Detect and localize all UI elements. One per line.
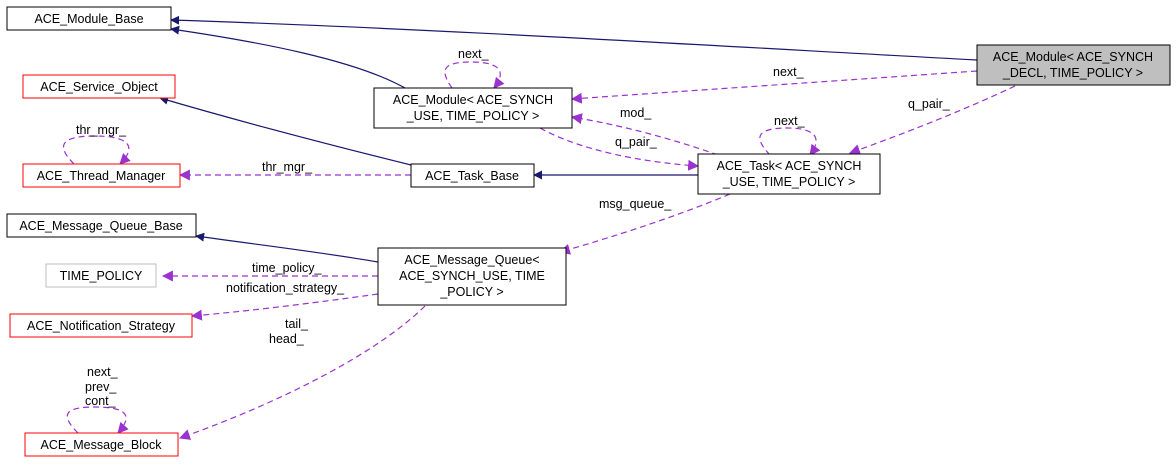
node-label-line-2: _USE, TIME_POLICY > [722,175,856,189]
edge-message-queue-to-queue-base [195,232,379,263]
edge-task-self-next [759,127,821,156]
edge-tail-head [178,305,426,440]
node-label: ACE_Task_Base [425,169,519,183]
inheritance-edges [159,15,978,263]
node-ace-module-synch-use[interactable]: ACE_Module< ACE_SYNCH _USE, TIME_POLICY … [373,87,573,129]
edge-labels: next_ next_ mod_ q_pair_ q_pair_ next_ t… [76,47,951,408]
node-label: ACE_Thread_Manager [37,169,166,183]
label-head: head_ [269,332,305,346]
label-task-next: next_ [774,114,806,128]
usage-edges [63,61,1016,440]
node-ace-thread-manager[interactable]: ACE_Thread_Manager [22,163,181,188]
node-label: ACE_Message_Block [41,438,163,452]
label-q-pair-task: q_pair_ [615,135,658,149]
label-thr-mgr: thr_mgr_ [262,160,313,174]
node-ace-message-queue[interactable]: ACE_Message_Queue< ACE_SYNCH_USE, TIME _… [377,247,567,306]
node-label: ACE_Module_Base [34,12,143,26]
node-label: ACE_Message_Queue_Base [19,219,182,233]
label-thr-mgr-self: thr_mgr_ [76,123,127,137]
edge-notification-strategy [190,293,379,321]
node-label-line-1: ACE_Task< ACE_SYNCH [717,159,862,173]
edge-message-block-self [66,406,129,434]
node-ace-service-object[interactable]: ACE_Service_Object [22,74,176,99]
node-ace-task-base[interactable]: ACE_Task_Base [410,163,535,188]
node-label-line-2: ACE_SYNCH_USE, TIME [399,269,545,283]
node-ace-module-synch-decl[interactable]: ACE_Module< ACE_SYNCH _DECL, TIME_POLICY… [976,44,1171,86]
label-notification-strategy: notification_strategy_ [226,281,345,295]
label-time-policy: time_policy_ [252,261,323,275]
label-tail: tail_ [285,317,309,331]
node-label-line-3: _POLICY > [439,285,503,299]
edge-module-use-to-module-base [170,25,406,89]
label-mod: mod_ [620,106,652,120]
node-ace-message-queue-base[interactable]: ACE_Message_Queue_Base [6,213,197,238]
nodes: ACE_Module_Base ACE_Service_Object ACE_T… [6,6,1171,457]
label-module-next: next_ [458,47,490,61]
node-time-policy[interactable]: TIME_POLICY [45,263,157,288]
node-label-line-2: _DECL, TIME_POLICY > [1002,66,1143,80]
edge-task-base-to-service-object [159,95,416,167]
node-label: TIME_POLICY [60,269,143,283]
label-block-prev: prev_ [85,380,117,394]
edge-thread-manager-self [63,135,131,165]
label-q-pair-decl: q_pair_ [908,97,951,111]
label-decl-next: next_ [773,65,805,79]
node-ace-message-block[interactable]: ACE_Message_Block [24,432,179,457]
edge-decl-next [570,70,978,104]
edge-module-q-pair [539,127,700,171]
edge-decl-q-pair [848,85,1016,155]
edge-decl-to-module-base [170,15,978,61]
node-label: ACE_Service_Object [40,80,158,94]
edge-module-use-self-next [444,61,505,89]
node-ace-task[interactable]: ACE_Task< ACE_SYNCH _USE, TIME_POLICY > [697,153,881,195]
label-msg-queue: msg_queue_ [599,197,672,211]
label-block-next: next_ [87,365,119,379]
label-block-cont: cont_ [85,394,117,408]
node-label-line-1: ACE_Module< ACE_SYNCH [393,93,553,107]
node-label-line-1: ACE_Message_Queue< [404,253,539,267]
edge-task-mod [570,113,719,156]
node-label: ACE_Notification_Strategy [27,319,176,333]
node-label-line-2: _USE, TIME_POLICY > [406,109,540,123]
node-ace-notification-strategy[interactable]: ACE_Notification_Strategy [9,313,193,338]
node-ace-module-base[interactable]: ACE_Module_Base [6,6,172,31]
node-label-line-1: ACE_Module< ACE_SYNCH [993,50,1153,64]
